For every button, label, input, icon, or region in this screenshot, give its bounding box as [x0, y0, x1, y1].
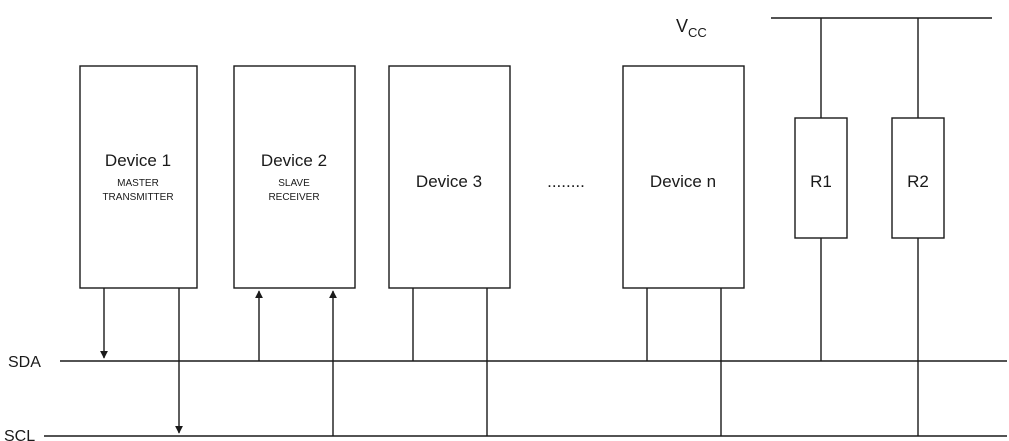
device-1-role-line1: MASTER: [117, 178, 159, 189]
device-1-name: Device 1: [105, 151, 171, 170]
scl-label: SCL: [4, 428, 35, 441]
more-devices-ellipsis: ........: [547, 172, 585, 191]
r2-resistor: R2: [891, 18, 945, 436]
device-n-name: Device n: [650, 172, 716, 191]
sda-label: SDA: [8, 354, 41, 371]
vcc-label: VCC: [676, 16, 707, 40]
r1-resistor: R1: [794, 18, 848, 361]
r2-label: R2: [907, 172, 929, 191]
device-1-role-line2: TRANSMITTER: [102, 192, 173, 203]
r1-label: R1: [810, 172, 832, 191]
device-1-block: Device 1 MASTER TRANSMITTER: [79, 65, 198, 289]
device-2-role-line1: SLAVE: [278, 178, 310, 189]
device-2-role-line2: RECEIVER: [268, 192, 319, 203]
device-3-block: Device 3: [388, 65, 511, 289]
device-n-block: Device n: [622, 65, 745, 289]
device-2-name: Device 2: [261, 151, 327, 170]
device-2-block: Device 2 SLAVE RECEIVER: [233, 65, 356, 289]
device-3-name: Device 3: [416, 172, 482, 191]
